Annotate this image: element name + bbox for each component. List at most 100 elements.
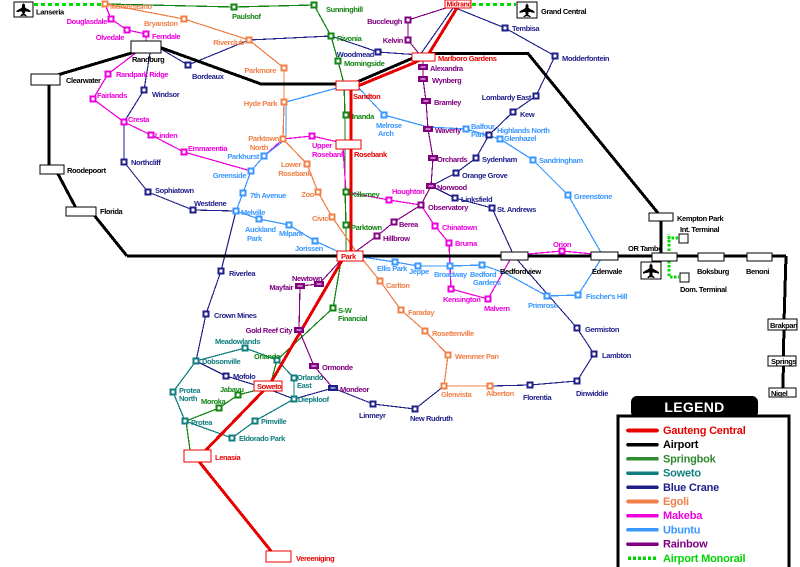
svg-text:Marlboro Gardens: Marlboro Gardens	[438, 54, 497, 63]
svg-text:Rainbow: Rainbow	[663, 539, 708, 551]
svg-text:Civic: Civic	[312, 214, 328, 223]
svg-text:Sandton: Sandton	[353, 92, 381, 101]
svg-text:Wynberg: Wynberg	[432, 76, 462, 85]
svg-text:Hyde Park: Hyde Park	[244, 99, 278, 108]
svg-text:Bordeaux: Bordeaux	[192, 72, 225, 81]
svg-text:Olvedale: Olvedale	[96, 33, 124, 42]
svg-text:St. Andrews: St. Andrews	[497, 205, 536, 214]
svg-text:Bryanston: Bryanston	[144, 19, 178, 28]
svg-text:Dobsonville: Dobsonville	[202, 357, 241, 366]
svg-text:Douglasdale: Douglasdale	[67, 17, 108, 26]
svg-text:Makeba: Makeba	[663, 510, 703, 522]
svg-text:Dom. Terminal: Dom. Terminal	[680, 285, 727, 294]
svg-text:Broadway: Broadway	[434, 270, 468, 279]
svg-text:Alexandra: Alexandra	[430, 64, 464, 73]
svg-text:North: North	[250, 143, 269, 152]
svg-text:Waverly: Waverly	[435, 126, 462, 135]
svg-text:Int. Terminal: Int. Terminal	[680, 225, 719, 234]
svg-text:Orchards: Orchards	[437, 155, 468, 164]
svg-text:Florentia: Florentia	[523, 393, 552, 402]
svg-text:Paulshof: Paulshof	[232, 12, 262, 21]
svg-text:Sophiatown: Sophiatown	[155, 186, 194, 195]
svg-text:Nigel: Nigel	[771, 389, 788, 398]
svg-text:Balfour: Balfour	[471, 122, 495, 131]
svg-text:OR Tambo: OR Tambo	[628, 244, 663, 253]
svg-text:Norwood: Norwood	[437, 183, 468, 192]
svg-text:Mondeor: Mondeor	[340, 385, 369, 394]
svg-text:LEGEND: LEGEND	[664, 399, 724, 415]
svg-text:Morningside: Morningside	[344, 59, 385, 68]
svg-text:Springs: Springs	[771, 357, 796, 366]
svg-text:Lenasia: Lenasia	[215, 453, 241, 462]
svg-text:Meadowlands: Meadowlands	[215, 337, 260, 346]
svg-text:Zoo: Zoo	[301, 190, 314, 199]
svg-text:Rosettenville: Rosettenville	[432, 329, 474, 338]
svg-text:Gold Reef City: Gold Reef City	[246, 326, 294, 335]
svg-text:Orlando: Orlando	[297, 373, 324, 382]
svg-text:Kensington: Kensington	[443, 295, 481, 304]
svg-text:Hillbrow: Hillbrow	[383, 234, 410, 243]
svg-text:Kew: Kew	[520, 110, 535, 119]
svg-text:Rivonia: Rivonia	[337, 34, 363, 43]
svg-text:Parkmore: Parkmore	[244, 66, 276, 75]
svg-text:Bramley: Bramley	[434, 98, 462, 107]
svg-text:Melrose: Melrose	[376, 121, 402, 130]
svg-text:Bedford: Bedford	[470, 270, 497, 279]
svg-text:Buccleugh: Buccleugh	[367, 17, 403, 26]
svg-text:Germiston: Germiston	[585, 325, 620, 334]
svg-text:Airport: Airport	[663, 439, 699, 451]
svg-text:Highlands North: Highlands North	[497, 126, 550, 135]
svg-text:Montecasino: Montecasino	[110, 2, 152, 11]
svg-text:Egoli: Egoli	[663, 496, 689, 508]
svg-text:Northcliff: Northcliff	[131, 158, 161, 167]
svg-text:Springbok: Springbok	[663, 453, 717, 465]
svg-text:Greenside: Greenside	[213, 171, 246, 180]
svg-text:Protea: Protea	[179, 386, 201, 395]
svg-text:Florida: Florida	[100, 207, 124, 216]
svg-text:Jeppe: Jeppe	[409, 267, 429, 276]
svg-text:Wemmer Pan: Wemmer Pan	[455, 352, 499, 361]
svg-text:Gardens: Gardens	[473, 278, 501, 287]
svg-text:Ferndale: Ferndale	[152, 32, 180, 41]
svg-text:Grand Central: Grand Central	[541, 7, 586, 16]
svg-text:Eldorado Park: Eldorado Park	[239, 434, 286, 443]
svg-text:Diepkloof: Diepkloof	[298, 395, 330, 404]
svg-text:Park: Park	[471, 130, 487, 139]
svg-text:Randpark Ridge: Randpark Ridge	[116, 70, 168, 79]
svg-text:Riverclub: Riverclub	[213, 38, 245, 47]
svg-text:Parktown: Parktown	[351, 223, 383, 232]
svg-text:Riverlea: Riverlea	[229, 269, 256, 278]
svg-text:Windsor: Windsor	[152, 90, 180, 99]
svg-text:Mofolo: Mofolo	[233, 372, 256, 381]
svg-text:Ellis Park: Ellis Park	[377, 264, 408, 273]
svg-text:Sandringham: Sandringham	[539, 156, 583, 165]
svg-text:Benoni: Benoni	[746, 267, 769, 276]
svg-text:Linden: Linden	[155, 131, 178, 140]
svg-text:Bruma: Bruma	[455, 239, 478, 248]
svg-text:Edenvale: Edenvale	[592, 267, 622, 276]
svg-text:Park: Park	[341, 252, 357, 261]
svg-text:Financial: Financial	[338, 314, 367, 323]
svg-text:Lombardy East: Lombardy East	[482, 93, 532, 102]
svg-text:Milpark: Milpark	[279, 229, 304, 238]
svg-text:Primrose: Primrose	[528, 301, 558, 310]
svg-text:Clearwater: Clearwater	[66, 76, 101, 85]
svg-text:Ormonde: Ormonde	[322, 363, 353, 372]
svg-text:Glenvista: Glenvista	[441, 390, 473, 399]
svg-text:Soweto: Soweto	[257, 382, 282, 391]
svg-text:Moroka: Moroka	[201, 397, 227, 406]
svg-text:Arch: Arch	[378, 129, 394, 138]
svg-text:Fischer's Hill: Fischer's Hill	[586, 292, 627, 301]
svg-text:Newtown: Newtown	[292, 274, 323, 283]
svg-text:North: North	[179, 394, 198, 403]
svg-text:Jabavu: Jabavu	[220, 385, 244, 394]
svg-text:Park: Park	[247, 234, 263, 243]
svg-text:Killarney: Killarney	[351, 190, 380, 199]
svg-text:Lambton: Lambton	[602, 351, 632, 360]
svg-text:Lower: Lower	[281, 160, 302, 169]
svg-text:Linmeyr: Linmeyr	[359, 411, 386, 420]
svg-text:Rosebank: Rosebank	[312, 150, 346, 159]
svg-text:Blue Crane: Blue Crane	[663, 482, 719, 494]
svg-text:Greenstone: Greenstone	[574, 192, 612, 201]
svg-text:Tembisa: Tembisa	[512, 24, 540, 33]
